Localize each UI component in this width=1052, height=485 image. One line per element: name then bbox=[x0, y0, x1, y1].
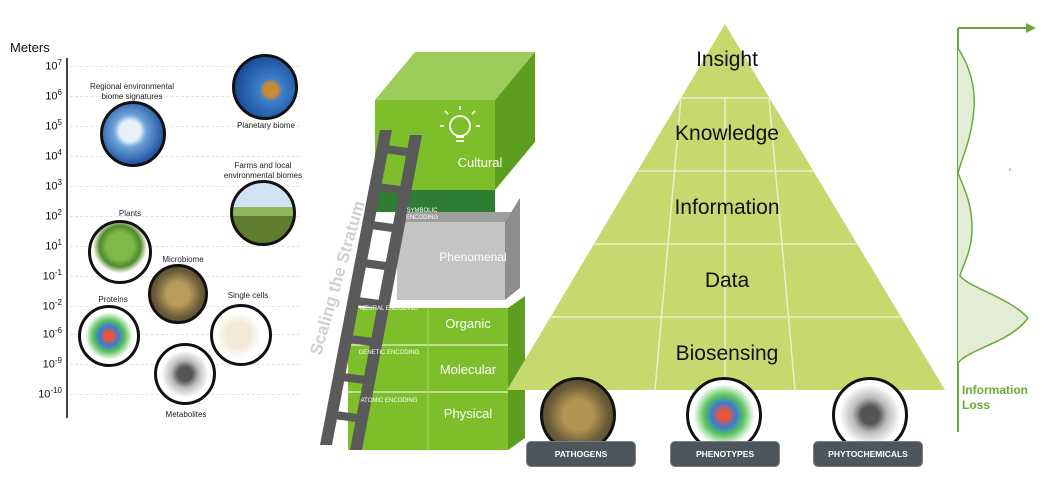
pyramid-level-data: Data bbox=[607, 269, 847, 293]
scale-tick-label: 105 bbox=[22, 118, 62, 133]
label-regional: Regional environmental biome signatures bbox=[82, 82, 182, 102]
protein-structure-image bbox=[78, 305, 140, 367]
antarctica-globe-image bbox=[100, 101, 166, 167]
scale-tick-label: 10-2 bbox=[22, 298, 62, 313]
metabolite-molecule-image bbox=[154, 343, 216, 405]
pyramid-level-insight: Insight bbox=[607, 48, 847, 72]
loss-distribution-curve bbox=[958, 48, 1028, 363]
label-single-cells: Single cells bbox=[218, 291, 278, 301]
encoding-genetic: Genetic encoding bbox=[352, 350, 426, 357]
scale-tick-label: 102 bbox=[22, 208, 62, 223]
scale-tick-label: 10-9 bbox=[22, 356, 62, 371]
information-loss-line2: Loss bbox=[962, 398, 1028, 413]
scale-axis-line bbox=[66, 58, 68, 418]
microbiome-petri-image bbox=[148, 264, 208, 324]
loss-axis-arrow-icon bbox=[1026, 23, 1036, 33]
scale-tick-label: 106 bbox=[22, 88, 62, 103]
scale-tick-label: 10-1 bbox=[22, 268, 62, 283]
information-loss-label: Information Loss bbox=[962, 383, 1028, 413]
axis-title-meters: Meters bbox=[10, 40, 50, 55]
encoding-neural: Neural encoding bbox=[352, 306, 426, 313]
cultural-block-front bbox=[375, 100, 495, 190]
tier-organic: Organic bbox=[430, 316, 506, 331]
pyramid-level-knowledge: Knowledge bbox=[607, 122, 847, 146]
scale-tick-label: 104 bbox=[22, 148, 62, 163]
encoding-atomic: Atomic encoding bbox=[352, 398, 426, 405]
label-proteins: Proteins bbox=[88, 295, 138, 305]
badge-phenotypes: PHENOTYPES bbox=[670, 441, 780, 467]
plant-image bbox=[88, 220, 152, 284]
badge-phytochemicals: PHYTOCHEMICALS bbox=[813, 441, 923, 467]
scale-tick-label: 101 bbox=[22, 238, 62, 253]
scale-gridline bbox=[70, 156, 300, 157]
pyramid-level-information: Information bbox=[607, 196, 847, 220]
pyramid-level-biosensing: Biosensing bbox=[607, 342, 847, 366]
scale-tick-label: 103 bbox=[22, 178, 62, 193]
label-plants: Plants bbox=[110, 209, 150, 219]
scale-tick-label: 107 bbox=[22, 58, 62, 73]
scale-tick-label: 10-10 bbox=[22, 386, 62, 401]
tier-molecular: Molecular bbox=[430, 362, 506, 377]
information-loss-curve bbox=[950, 18, 1040, 434]
scale-tick-label: 10-6 bbox=[22, 326, 62, 341]
label-metabolites: Metabolites bbox=[156, 410, 216, 420]
encoding-symbolic: Symbolic encoding bbox=[405, 208, 439, 222]
tier-phenomenal: Phenomenal bbox=[438, 250, 508, 264]
single-cells-image bbox=[210, 304, 272, 366]
information-loss-line1: Information bbox=[962, 383, 1028, 398]
badge-pathogens: PATHOGENS bbox=[526, 441, 636, 467]
tier-physical: Physical bbox=[430, 406, 506, 421]
